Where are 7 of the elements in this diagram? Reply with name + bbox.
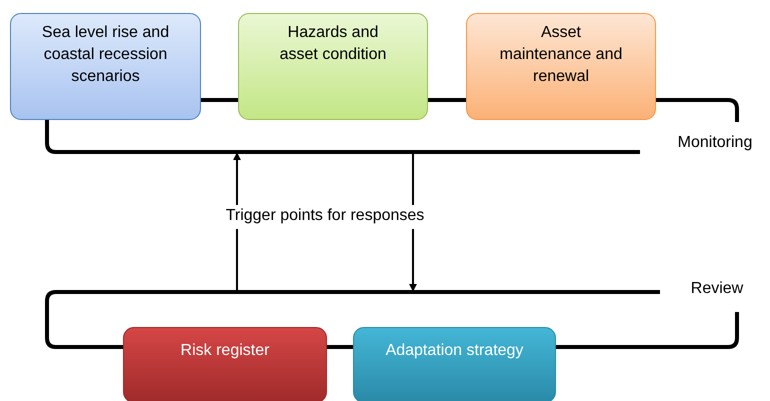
process-box: Asset maintenance and renewal — [466, 13, 656, 120]
arrow — [409, 229, 417, 292]
scenario-box: Sea level rise and coastal recession scenarios — [10, 13, 201, 120]
process-box: Adaptation strategy — [353, 327, 556, 401]
process-box: Hazards and asset condition — [238, 13, 428, 120]
process-box: Risk register — [123, 327, 327, 401]
arrow — [233, 152, 241, 205]
